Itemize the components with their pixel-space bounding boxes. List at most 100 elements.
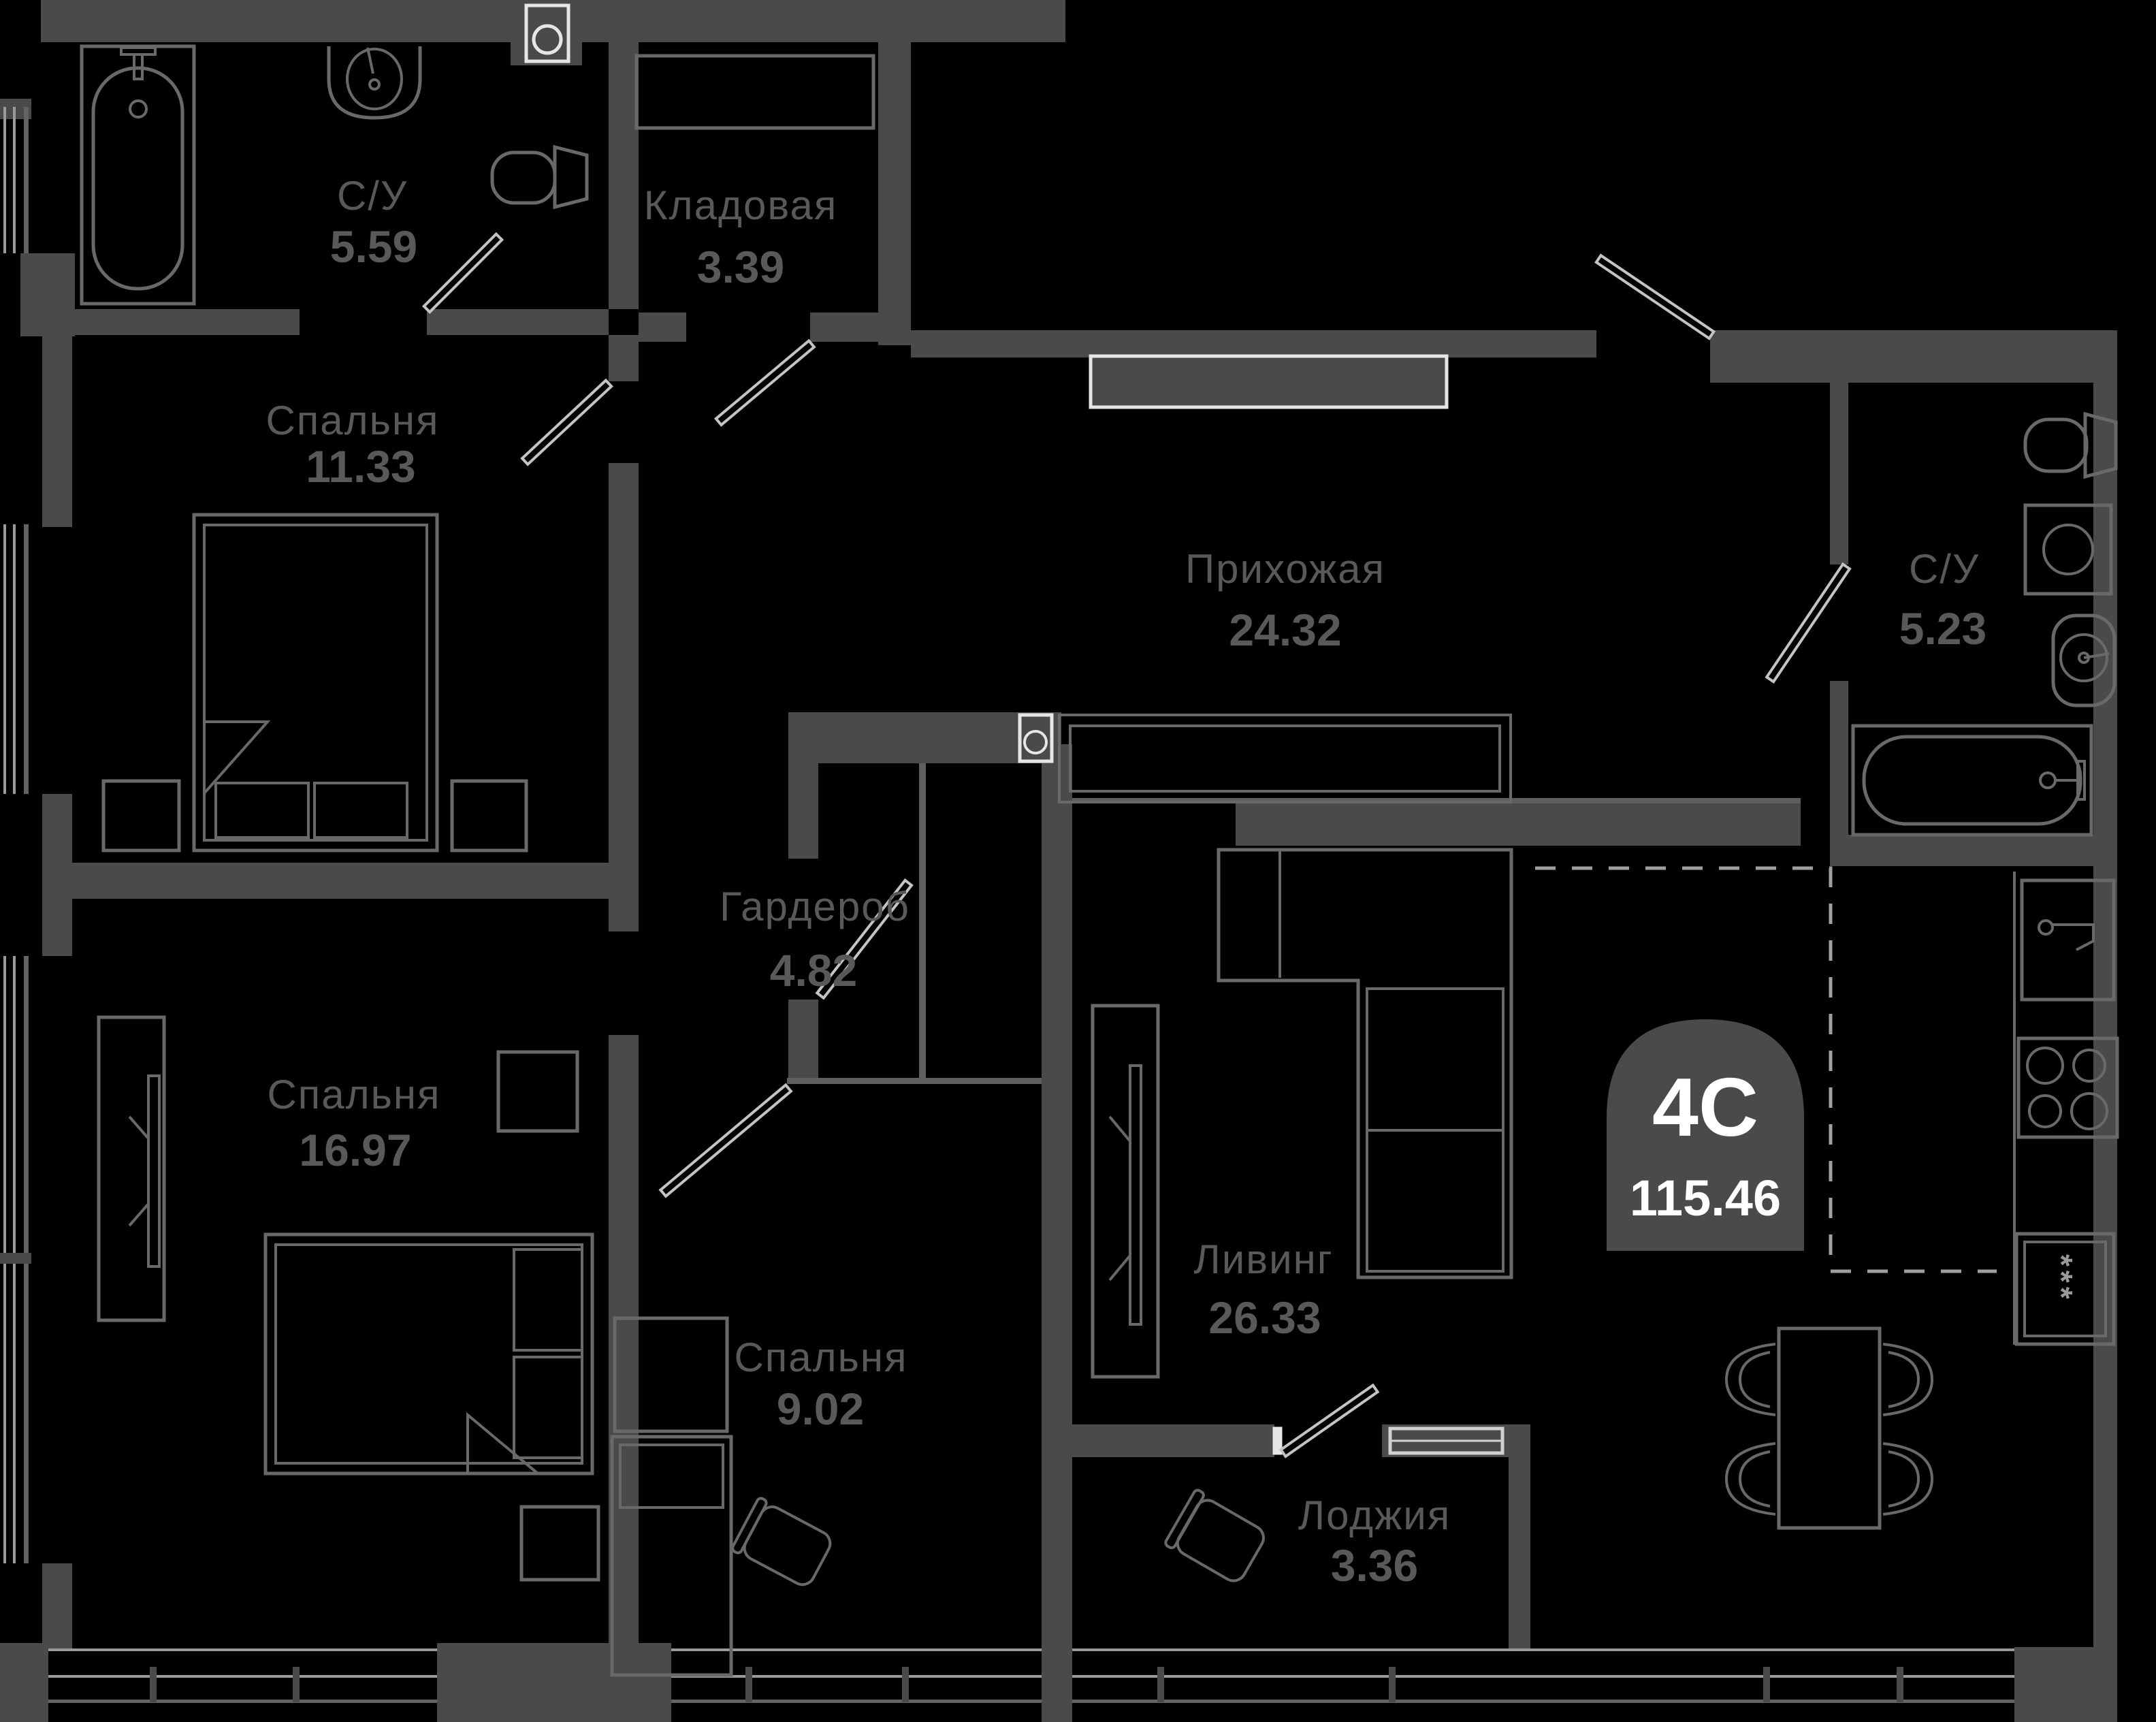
door-icon-entry — [1594, 253, 1716, 340]
wall-bedroom1-right — [609, 463, 639, 863]
wall-left-c — [42, 899, 72, 956]
nightstand-icon — [519, 1505, 600, 1582]
room-area-wardrobe: 4.82 — [770, 945, 857, 995]
washing-machine-icon-3 — [2023, 503, 2113, 596]
wall-loggia-right — [1509, 1424, 1530, 1651]
bed-icon — [263, 1232, 594, 1476]
bedroom-2-furniture — [97, 1015, 600, 1582]
wall-corner-br — [2014, 1647, 2117, 1722]
wall-left-d — [42, 1563, 72, 1648]
bathroom-2-fixtures — [1851, 411, 2118, 837]
bathroom-1-fixtures — [80, 3, 589, 306]
room-label-loggia: Лоджия — [1298, 1493, 1451, 1538]
bathtub-icon — [80, 44, 196, 306]
dining-table-icon — [1724, 1326, 1934, 1530]
wall-left-a — [42, 336, 72, 527]
wall-bedroom-divider — [42, 863, 639, 899]
window-icon-left-2 — [3, 524, 29, 794]
sink-icon — [2051, 613, 2117, 707]
room-area-hallway: 24.32 — [1229, 605, 1341, 655]
wall-bath2-left-low — [1830, 681, 1848, 866]
kitchen-sink-icon — [2020, 878, 2116, 1002]
wall-bedroom3-partition — [787, 1078, 1042, 1084]
badge-area: 115.46 — [1630, 1170, 1781, 1226]
toilet-icon — [490, 144, 589, 210]
chair-icon — [1724, 1442, 1776, 1516]
room-area-bedroom-2: 16.97 — [299, 1125, 411, 1175]
fridge-icon: *** — [2014, 1232, 2116, 1346]
badge-layout: 4С — [1652, 1061, 1758, 1153]
stove-icon — [2016, 1036, 2119, 1139]
sink-icon — [327, 46, 422, 120]
door-icon-bedroom-1 — [520, 378, 613, 466]
room-label-bathroom-2: С/У — [1909, 546, 1980, 592]
room-label-wardrobe: Гардероб — [720, 884, 910, 929]
fridge-symbol: *** — [2044, 1254, 2079, 1303]
door-icon-bedroom-3 — [658, 1083, 793, 1198]
wall-bedroom1-stub — [609, 335, 639, 381]
badge-arch — [1607, 1019, 1804, 1251]
wall-wardrobe-left-top — [788, 763, 818, 859]
desk-icon — [613, 1316, 729, 1433]
windows — [0, 107, 2014, 1703]
wall-right — [2093, 383, 2117, 1647]
toilet-icon — [2023, 411, 2118, 479]
nightstand-icon — [101, 779, 181, 852]
door-icon-bathroom-1 — [421, 232, 504, 315]
bathtub-icon — [1851, 724, 2093, 837]
room-area-loggia: 3.36 — [1331, 1540, 1418, 1591]
wall-left-b — [42, 794, 72, 863]
nightstand-icon — [450, 779, 528, 852]
doors — [421, 232, 1852, 1458]
wall-hall-bottom-left — [788, 712, 1061, 763]
wall-wardrobe-right-thin — [919, 763, 926, 1078]
door-icon-wardrobe — [815, 878, 914, 1000]
room-area-storage: 3.39 — [697, 242, 784, 292]
wall-bath-bottom-right — [427, 309, 609, 335]
kitchen-fixtures: *** — [1535, 866, 2119, 1530]
chair-icon — [1724, 1343, 1776, 1416]
chair-icon — [731, 1497, 832, 1587]
wall-bath2-left — [1830, 383, 1848, 564]
door-icon-bathroom-2 — [1765, 562, 1852, 684]
window-icon-loggia — [1272, 1426, 1505, 1455]
bedroom-3-furniture — [610, 1316, 832, 1677]
bed-icon — [192, 513, 439, 852]
room-area-bathroom-2: 5.23 — [1899, 603, 1986, 654]
living-furniture — [1091, 848, 1513, 1379]
wall-bedroom2-stub — [609, 899, 639, 931]
room-area-bathroom-1: 5.59 — [330, 221, 417, 272]
shelf-icon — [634, 54, 875, 130]
wall-storage-bottom-left — [639, 313, 686, 342]
bedroom-1-furniture — [101, 513, 528, 852]
kitchen-zone-dashed — [1535, 866, 1997, 1273]
wall-corner-bl — [0, 1643, 48, 1722]
wall-bath-bottom-left — [71, 309, 300, 335]
bed-icon — [610, 1435, 733, 1677]
hallway-fixtures — [1018, 354, 1512, 803]
wall-storage-bottom-right — [810, 313, 878, 342]
window-icon-bottom — [48, 1648, 2014, 1703]
wall-entry-right — [1710, 330, 2117, 383]
wall-living-left — [1042, 744, 1072, 1648]
wall-hall-top — [911, 330, 1596, 357]
closet-icon-top — [1089, 354, 1449, 409]
apartment-badge: 4С 115.46 — [1607, 1019, 1804, 1251]
room-label-living: Ливинг — [1193, 1237, 1333, 1282]
wall-bath-storage — [609, 42, 639, 309]
armchair-icon — [1164, 1488, 1265, 1582]
room-labels: С/У 5.59 Кладовая 3.39 Спальня 11.33 При… — [266, 173, 1986, 1591]
sofa-icon — [1217, 848, 1513, 1279]
room-label-storage: Кладовая — [644, 182, 838, 228]
room-area-bedroom-1: 11.33 — [306, 441, 416, 492]
washing-machine-icon — [524, 3, 570, 63]
room-label-hallway: Прихожая — [1185, 546, 1385, 592]
washing-machine-icon-2 — [1018, 713, 1054, 763]
window-icon-left-1 — [3, 107, 29, 253]
room-label-bedroom-2: Спальня — [267, 1072, 440, 1117]
room-area-bedroom-3: 9.02 — [777, 1384, 864, 1434]
room-label-bedroom-1: Спальня — [266, 398, 439, 443]
room-area-living: 26.33 — [1208, 1292, 1321, 1343]
